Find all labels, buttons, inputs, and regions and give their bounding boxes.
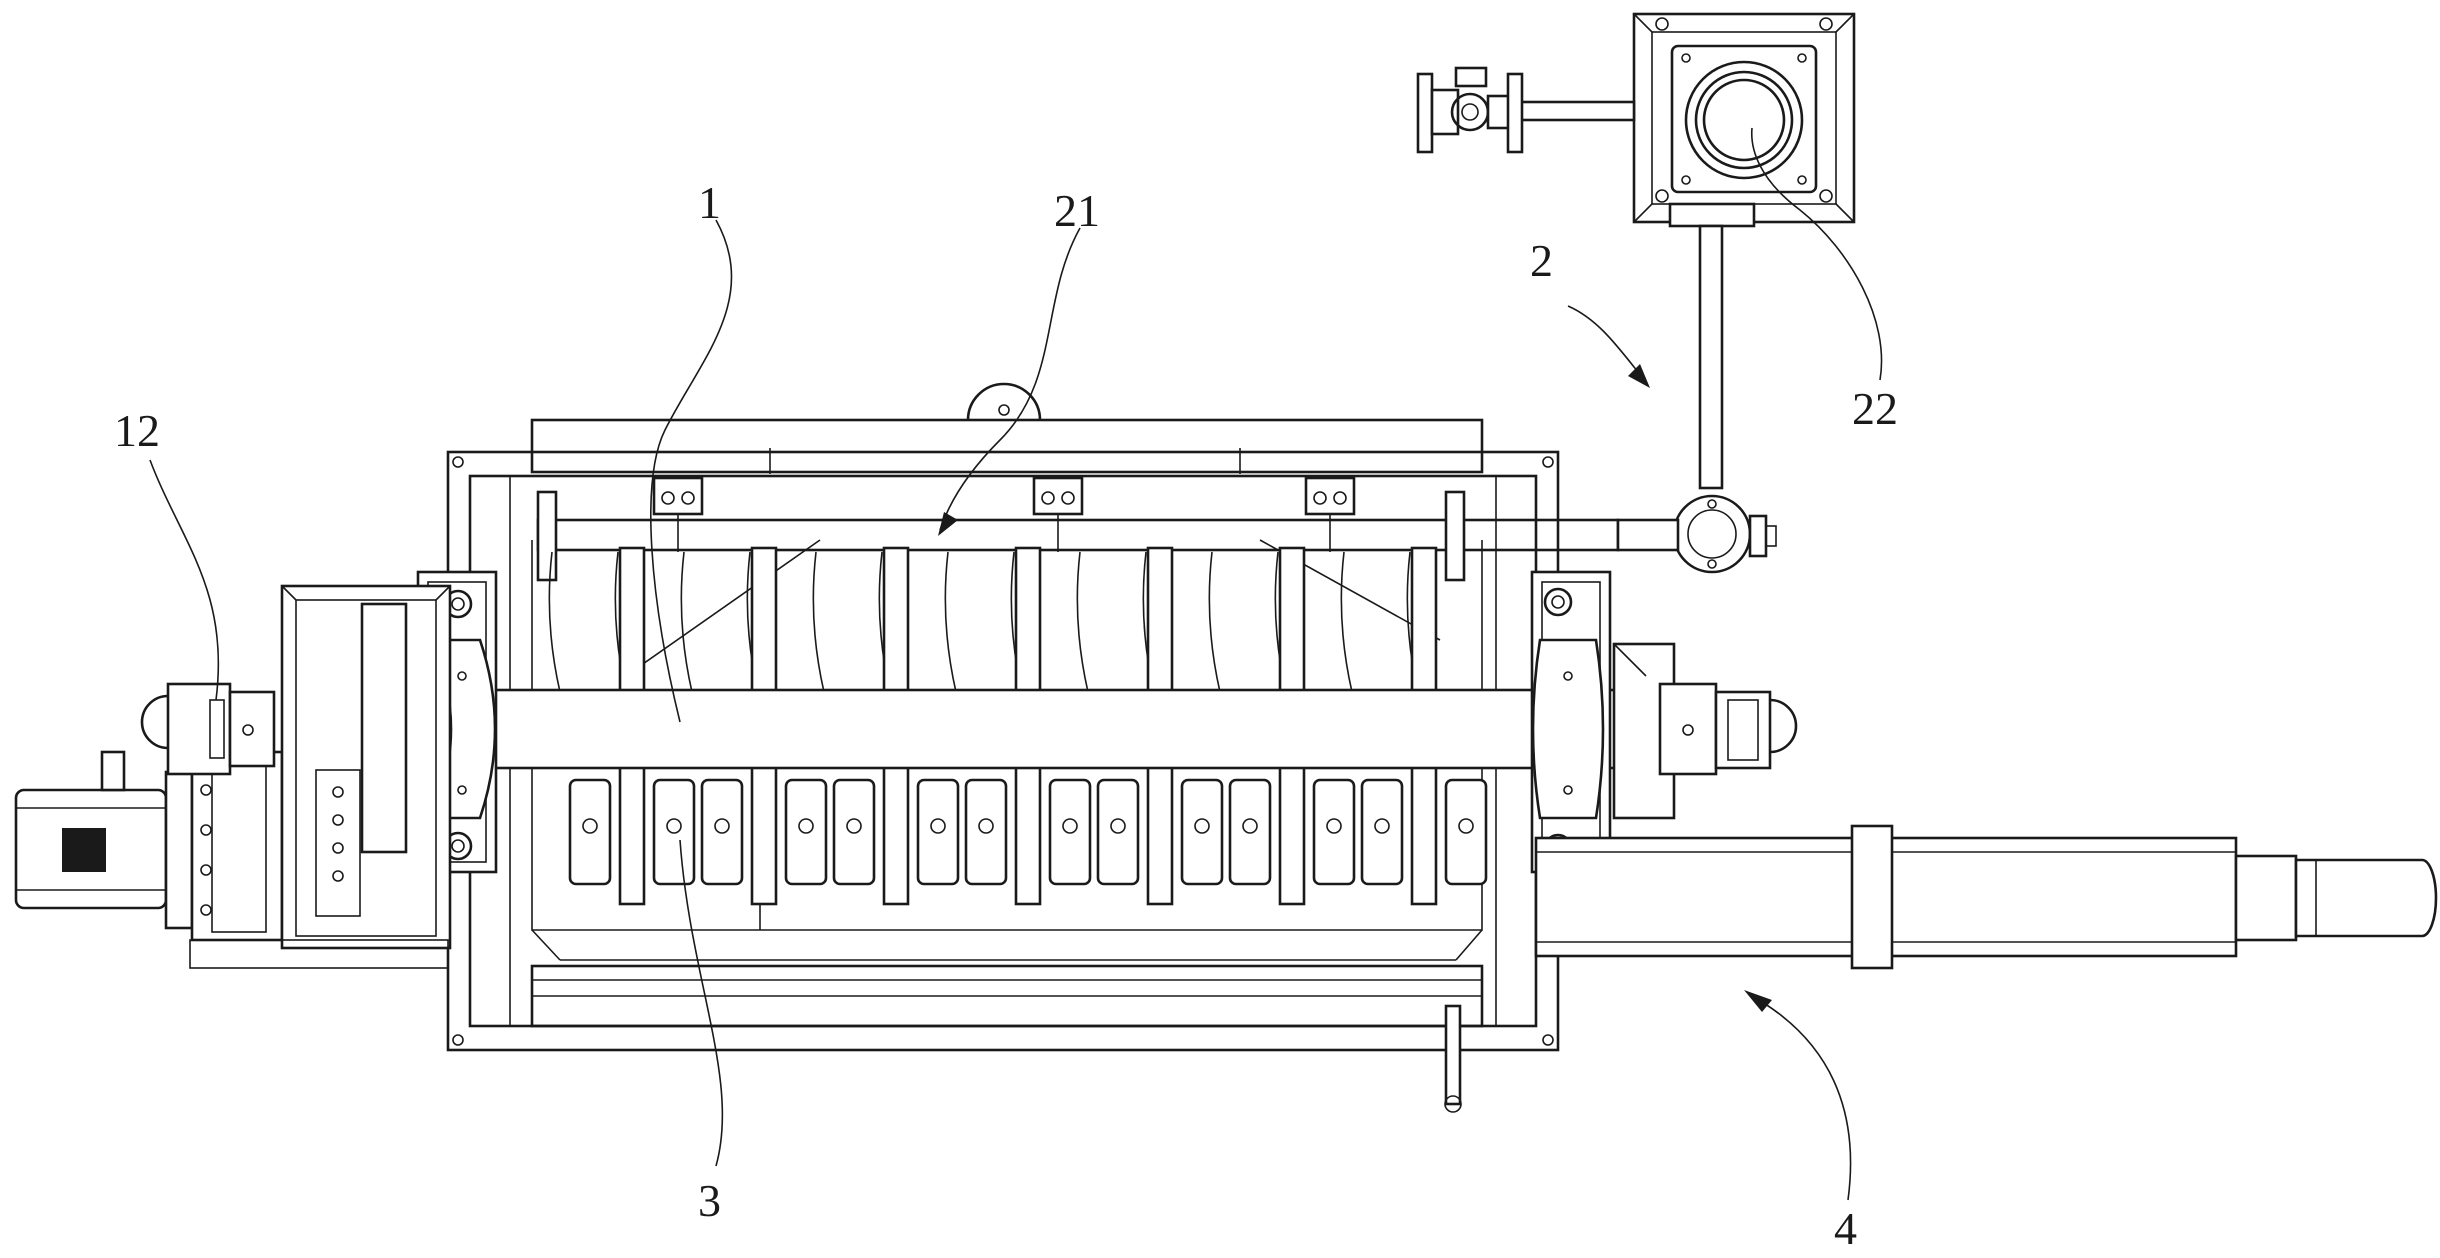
- blade-bolt: [1374, 818, 1390, 834]
- agitator-shaft: [298, 688, 1662, 770]
- label-21: 21: [1054, 185, 1100, 236]
- leader-12: [149, 459, 220, 701]
- leader-22: [1750, 127, 1883, 381]
- arrowhead-21: [938, 512, 958, 536]
- blade-bolt: [930, 818, 946, 834]
- water-inlet-pipe: [1616, 224, 1777, 574]
- leader-3: [679, 839, 724, 1167]
- mixing-blade: [1228, 778, 1272, 886]
- blade-bolt: [978, 818, 994, 834]
- feed-inlet-hopper: [1632, 12, 1856, 228]
- mixing-blade: [784, 778, 828, 886]
- mixing-blade: [1048, 778, 1092, 886]
- mixing-blade: [1180, 778, 1224, 886]
- label-1: 1: [698, 177, 721, 228]
- pipe-clamp: [652, 476, 704, 552]
- drain-valve: [1444, 1004, 1462, 1113]
- leader-1: [650, 219, 733, 723]
- mixing-blades: [568, 778, 1488, 886]
- spray-nozzle: [1076, 551, 1089, 693]
- mixing-blade: [1444, 778, 1488, 886]
- mixing-blade: [652, 778, 696, 886]
- mixing-blade: [916, 778, 960, 886]
- blade-bolt: [666, 818, 682, 834]
- leader-lines: [149, 127, 1883, 1201]
- right-coupling: [1612, 642, 1798, 820]
- pipe-clamp: [1032, 476, 1084, 552]
- leader-4: [1751, 995, 1852, 1201]
- spray-pipe: [536, 476, 1620, 582]
- label-2: 2: [1530, 235, 1553, 286]
- mixing-blade: [1360, 778, 1404, 886]
- mixing-blade: [568, 778, 612, 886]
- label-4: 4: [1834, 1203, 1857, 1254]
- blade-bolt: [582, 818, 598, 834]
- label-22: 22: [1852, 383, 1898, 434]
- left-coupling: [140, 682, 276, 776]
- side-valve-assembly: [1416, 66, 1636, 154]
- blade-bolt: [846, 818, 862, 834]
- spray-nozzle: [1340, 551, 1353, 693]
- blade-bolt: [1110, 818, 1126, 834]
- blade-bolt: [798, 818, 814, 834]
- agitator-assembly: [298, 546, 1662, 906]
- spray-nozzle: [1208, 551, 1221, 693]
- label-12: 12: [114, 405, 160, 456]
- blade-bolt: [1326, 818, 1342, 834]
- pipe-clamp: [1304, 476, 1356, 552]
- drive-motor: [14, 750, 194, 930]
- mixing-blade: [700, 778, 744, 886]
- mixing-blade: [964, 778, 1008, 886]
- main-housing: [446, 382, 1560, 1052]
- mixing-blade: [832, 778, 876, 886]
- mixing-blade: [1096, 778, 1140, 886]
- spray-nozzle: [944, 551, 957, 693]
- blade-bolt: [1242, 818, 1258, 834]
- mixing-blade: [1312, 778, 1356, 886]
- discharge-conveyor: [1534, 824, 2438, 970]
- blade-bolt: [1194, 818, 1210, 834]
- arrowhead-4: [1744, 990, 1772, 1012]
- blade-bolt: [1458, 818, 1474, 834]
- reducer-gearbox: [189, 584, 452, 969]
- spray-nozzle: [680, 551, 693, 693]
- spray-nozzle: [812, 551, 825, 693]
- spray-nozzle: [548, 551, 561, 693]
- arrowhead-2: [1628, 364, 1650, 388]
- right-bearing-housing: [1530, 570, 1612, 874]
- label-3: 3: [698, 1175, 721, 1226]
- blade-bolt: [1062, 818, 1078, 834]
- leader-21: [939, 227, 1081, 531]
- blade-bolt: [714, 818, 730, 834]
